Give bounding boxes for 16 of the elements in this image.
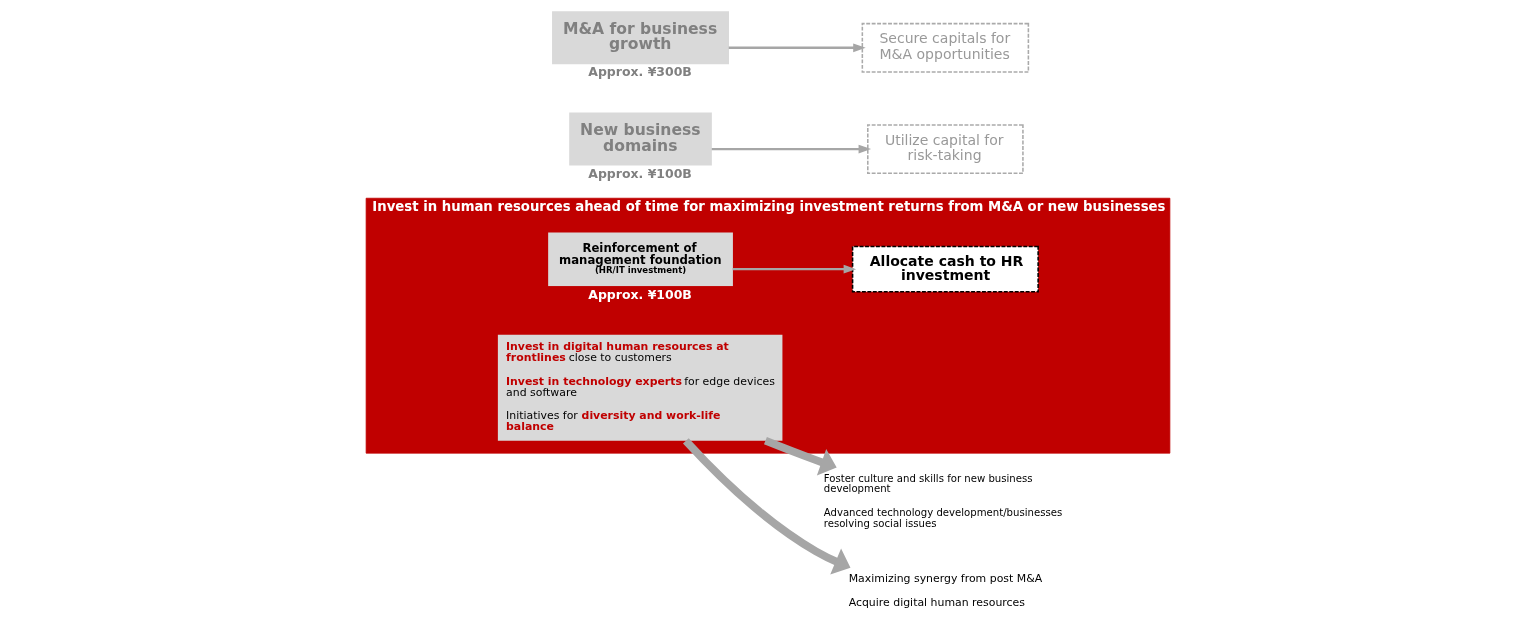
arrow <box>732 264 856 274</box>
node-text: Maximizing synergy from post M&A Acquire digital human resources <box>848 571 1042 610</box>
arrow <box>682 438 850 575</box>
arrow <box>763 437 837 476</box>
node-label: Approx. ¥100B <box>587 165 692 181</box>
node-box: Utilize capital for risk-taking <box>866 124 1024 175</box>
node-box: Allocate cash to HR investment <box>851 245 1039 293</box>
node-box: Secure capitals for M&A opportunities <box>861 22 1029 73</box>
node-box: Invest in digital human resources at frontlines close to customers Invest in technology experts for edge devices and software Initiatives for diversity and work-life balance <box>497 334 782 441</box>
node-label: Approx. ¥300B <box>587 64 692 80</box>
arrow <box>711 144 871 154</box>
node-box: New business domains <box>568 112 712 166</box>
arrow <box>728 43 866 53</box>
node-text: Foster culture and skills for new business development Advanced technology development/businesses resolving social issues <box>823 472 1062 529</box>
node-box: M&A for business growth <box>551 11 729 65</box>
node-label: Approx. ¥100B <box>587 286 692 302</box>
